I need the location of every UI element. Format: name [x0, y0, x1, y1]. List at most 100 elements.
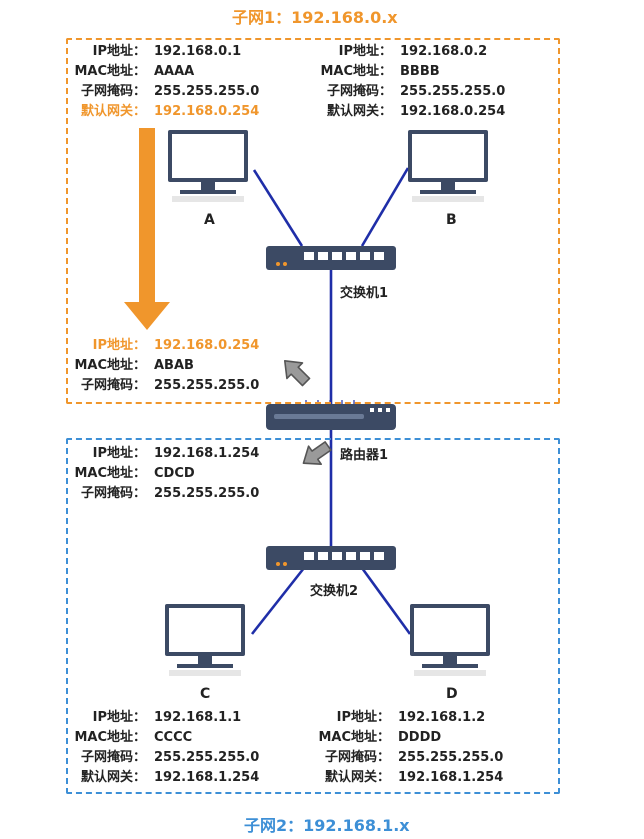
host-d-mask-row: 子网掩码： 255.255.255.0 — [312, 748, 503, 768]
computer-c-icon — [165, 604, 245, 676]
host-c-mac-key: MAC地址： — [74, 730, 146, 745]
host-a-mac: AAAA — [154, 64, 195, 79]
host-b-label: B — [446, 212, 457, 228]
router-if1-mask-key: 子网掩码： — [80, 378, 146, 393]
router-if1-mac-row: MAC地址： ABAB — [68, 356, 259, 376]
host-d-ip: 192.168.1.2 — [398, 710, 486, 725]
computer-b-icon — [408, 130, 488, 202]
host-c-mac-row: MAC地址： CCCC — [68, 728, 259, 748]
host-d-ip-key: IP地址： — [336, 710, 390, 725]
subnet2-title: 子网2：192.168.1.x — [244, 812, 410, 836]
host-d-gw: 192.168.1.254 — [398, 770, 504, 785]
router-if1-info: IP地址： 192.168.0.254 MAC地址： ABAB 子网掩码： 255.2… — [68, 336, 259, 396]
host-d-ip-row: IP地址： 192.168.1.2 — [312, 708, 503, 728]
host-c-ip-row: IP地址： 192.168.1.1 — [68, 708, 259, 728]
host-d-mask: 255.255.255.0 — [398, 750, 504, 765]
host-b-ip-row: IP地址： 192.168.0.2 — [314, 42, 505, 62]
host-b-mac: BBBB — [400, 64, 440, 79]
network-links — [250, 167, 412, 635]
host-d-mac-key: MAC地址： — [318, 730, 390, 745]
host-a-ip-row: IP地址： 192.168.0.1 — [68, 42, 259, 62]
host-d-mask-key: 子网掩码： — [324, 750, 390, 765]
host-a-gw-row: 默认网关： 192.168.0.254 — [68, 102, 259, 122]
host-b-ip-key: IP地址： — [338, 44, 392, 59]
host-c-info: IP地址： 192.168.1.1 MAC地址： CCCC 子网掩码： 255.255… — [68, 708, 259, 788]
host-b-mask-key: 子网掩码： — [326, 84, 392, 99]
host-b-info: IP地址： 192.168.0.2 MAC地址： BBBB 子网掩码：255.255… — [314, 42, 505, 122]
router-if1-ip-key: IP地址： — [92, 338, 146, 353]
host-b-gw-key: 默认网关： — [326, 104, 392, 119]
router-if2-ip-key: IP地址： — [92, 446, 146, 461]
subnet1-box — [66, 38, 560, 404]
host-a-ip: 192.168.0.1 — [154, 44, 242, 59]
host-a-mac-key: MAC地址： — [74, 64, 146, 79]
router-if2-info: IP地址： 192.168.1.254 MAC地址： CDCD 子网掩码： 255.2… — [68, 444, 259, 504]
switch1-label: 交换机1 — [340, 286, 389, 301]
host-d-gw-row: 默认网关： 192.168.1.254 — [312, 768, 503, 788]
switch2-label: 交换机2 — [310, 584, 359, 599]
host-d-mac: DDDD — [398, 730, 442, 745]
host-a-mask-row: 子网掩码： 255.255.255.0 — [68, 82, 259, 102]
host-a-mask-key: 子网掩码： — [80, 84, 146, 99]
host-b-ip: 192.168.0.2 — [400, 44, 488, 59]
gray-arrow-router-if2-icon — [302, 441, 332, 465]
host-c-gw: 192.168.1.254 — [154, 770, 260, 785]
router-if2-mask-row: 子网掩码： 255.255.255.0 — [68, 484, 259, 504]
router-if2-ip-row: IP地址： 192.168.1.254 — [68, 444, 260, 464]
subnet2-title-value: 192.168.1.x — [303, 816, 410, 835]
arrow-icon — [124, 128, 170, 330]
host-a-mac-row: MAC地址： AAAA — [68, 62, 259, 82]
host-a-info: IP地址： 192.168.0.1 MAC地址： AAAA 子网掩码： 255.255… — [68, 42, 259, 122]
switch1-icon — [266, 246, 396, 270]
router-if1-mac: ABAB — [154, 358, 194, 373]
router-if2-mac-row: MAC地址： CDCD — [68, 464, 259, 484]
router-label: 路由器1 — [340, 448, 389, 463]
link-b-switch1 — [360, 167, 410, 247]
computer-d-icon — [410, 604, 490, 676]
subnet1-title: 子网1：192.168.0.x — [232, 4, 398, 28]
host-c-mac: CCCC — [154, 730, 193, 745]
host-d-gw-key: 默认网关： — [324, 770, 390, 785]
host-c-gw-key: 默认网关： — [80, 770, 146, 785]
router-if1-ip: 192.168.0.254 — [154, 338, 260, 353]
host-c-mask-key: 子网掩码： — [80, 750, 146, 765]
host-b-mask-row: 子网掩码：255.255.255.0 — [314, 82, 505, 102]
subnet2-box — [66, 438, 560, 794]
subnet1-title-value: 192.168.0.x — [291, 8, 398, 27]
gray-arrow-router-if1-icon — [283, 359, 311, 387]
switch2-icon — [266, 546, 396, 570]
link-switch2-d — [360, 567, 412, 635]
link-a-switch1 — [252, 169, 304, 247]
host-b-gw-row: 默认网关： 192.168.0.254 — [314, 102, 505, 122]
host-b-mac-key: MAC地址： — [320, 64, 392, 79]
router-if2-mask-key: 子网掩码： — [80, 486, 146, 501]
router-if2-mac-key: MAC地址： — [74, 466, 146, 481]
router-if2-mac: CDCD — [154, 466, 195, 481]
host-c-ip-key: IP地址： — [92, 710, 146, 725]
router-if2-ip: 192.168.1.254 — [154, 446, 260, 461]
host-a-mask: 255.255.255.0 — [154, 84, 260, 99]
host-a-gw-key: 默认网关： — [80, 104, 146, 119]
host-c-label: C — [200, 686, 211, 702]
router-if1-mac-key: MAC地址： — [74, 358, 146, 373]
host-d-info: IP地址： 192.168.1.2 MAC地址： DDDD 子网掩码： 255.255… — [312, 708, 503, 788]
router-if2-mask: 255.255.255.0 — [154, 486, 260, 501]
host-c-ip: 192.168.1.1 — [154, 710, 242, 725]
host-b-mac-row: MAC地址： BBBB — [314, 62, 505, 82]
router-icon — [266, 400, 396, 430]
link-switch2-c — [250, 567, 306, 635]
host-a-gw: 192.168.0.254 — [154, 104, 260, 119]
host-c-mask-row: 子网掩码： 255.255.255.0 — [68, 748, 259, 768]
computer-a-icon — [168, 130, 248, 202]
host-d-mac-row: MAC地址： DDDD — [312, 728, 503, 748]
router-if1-mask-row: 子网掩码： 255.255.255.0 — [68, 376, 259, 396]
router-if1-mask: 255.255.255.0 — [154, 378, 260, 393]
host-a-label: A — [204, 212, 215, 228]
host-a-ip-key: IP地址： — [92, 44, 146, 59]
host-c-mask: 255.255.255.0 — [154, 750, 260, 765]
host-d-label: D — [446, 686, 458, 702]
subnet1-title-prefix: 子网1： — [232, 8, 292, 27]
subnet2-title-prefix: 子网2： — [244, 816, 304, 835]
host-b-gw: 192.168.0.254 — [400, 104, 506, 119]
